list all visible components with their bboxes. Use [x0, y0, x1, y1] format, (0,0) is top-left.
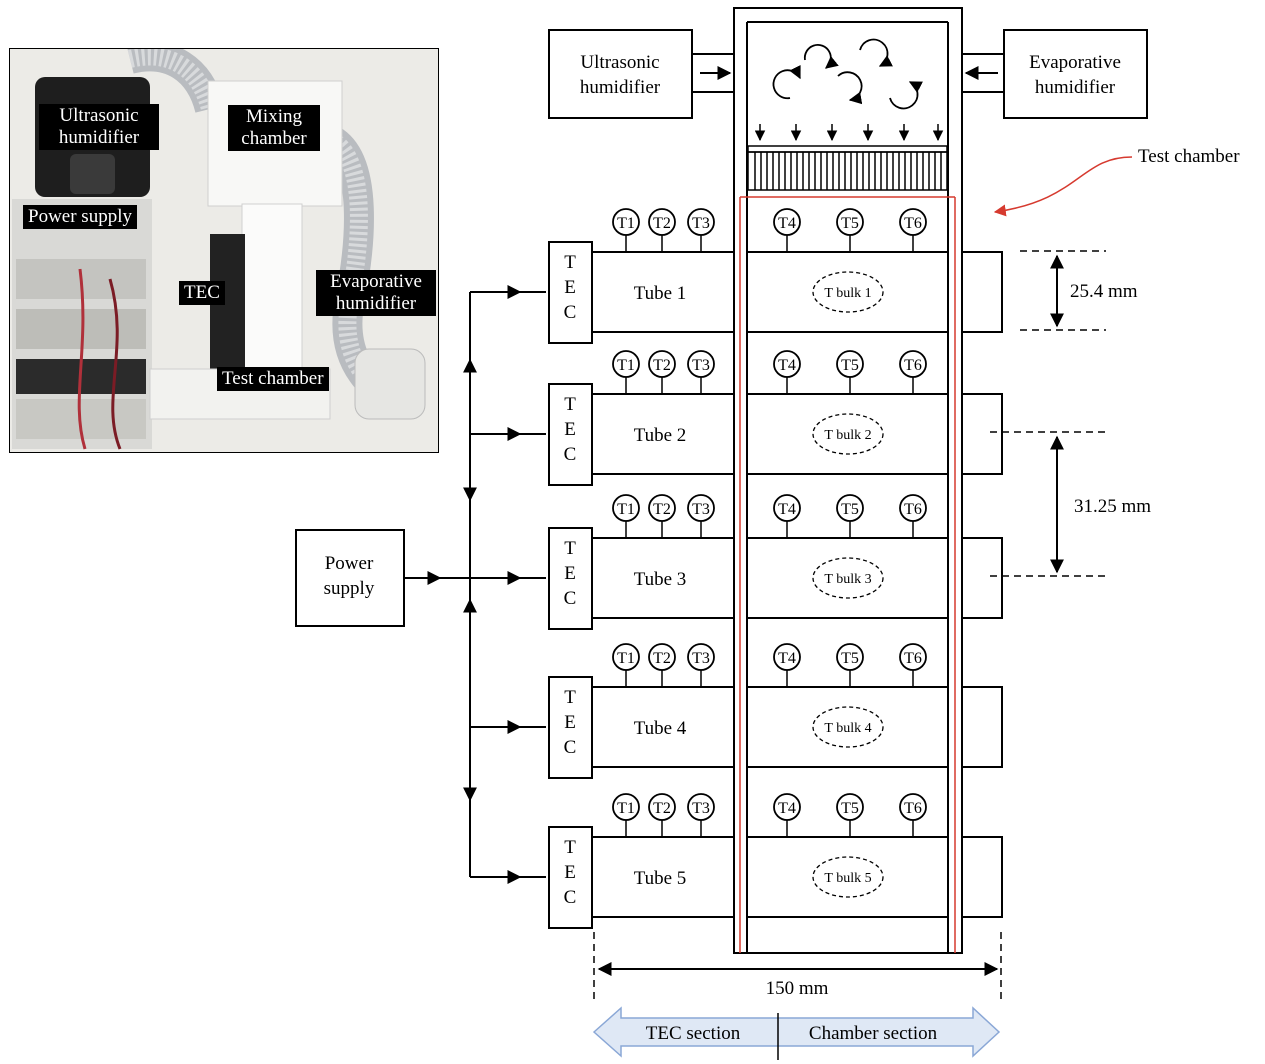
sensor-label: T4 — [778, 800, 796, 817]
sensor-label: T1 — [617, 215, 635, 232]
tec-letter: C — [564, 887, 577, 908]
tube-row: TEC Tube 2 T bulk 2 T1 T2 T3 T4 T5 T6 — [470, 351, 1002, 485]
tec-letter: C — [564, 444, 577, 465]
evaporative-label-2: humidifier — [1035, 77, 1116, 98]
evaporative-humidifier-box — [1004, 30, 1147, 118]
sensor-label: T5 — [841, 800, 859, 817]
tube-row: TEC Tube 4 T bulk 4 T1 T2 T3 T4 T5 T6 — [470, 644, 1002, 778]
tube-array: TECTube 1T bulk 1T1T2T3T4T5T6TECTube 2T … — [470, 209, 1002, 928]
sensor-label: T2 — [653, 650, 671, 667]
sensor-label: T4 — [778, 650, 796, 667]
bulk-label: T bulk 5 — [824, 871, 871, 886]
ultrasonic-inlet — [692, 54, 734, 92]
tec-letter: E — [564, 419, 576, 440]
tube-label: Tube 5 — [634, 868, 687, 889]
flow-down-arrows — [760, 124, 938, 140]
sensor-label: T2 — [653, 215, 671, 232]
sensor-label: T4 — [778, 215, 796, 232]
sensor-label: T3 — [692, 650, 710, 667]
bulk-label: T bulk 2 — [824, 428, 871, 443]
tec-letter: T — [564, 687, 576, 708]
sensor-label: T1 — [617, 800, 635, 817]
sensor-label: T2 — [653, 501, 671, 518]
flow-straightener — [748, 146, 947, 190]
tube-outlet-segment — [962, 538, 1002, 618]
power-label-2: supply — [324, 578, 375, 599]
sensor-label: T6 — [904, 650, 922, 667]
sensor-label: T3 — [692, 800, 710, 817]
sensor-label: T1 — [617, 357, 635, 374]
ultrasonic-humidifier-box — [549, 30, 692, 118]
sensor-label: T4 — [778, 357, 796, 374]
evaporative-label-1: Evaporative — [1029, 52, 1121, 73]
tube-outlet-segment — [962, 394, 1002, 474]
chamber-section-label: Chamber section — [809, 1023, 938, 1044]
tec-letter: C — [564, 588, 577, 609]
sensor-label: T3 — [692, 215, 710, 232]
tec-letter: E — [564, 563, 576, 584]
sensor-label: T5 — [841, 650, 859, 667]
sensor-label: T1 — [617, 650, 635, 667]
tec-letter: T — [564, 538, 576, 559]
power-wiring — [404, 292, 470, 877]
sensor-label: T6 — [904, 501, 922, 518]
dim-length-label: 150 mm — [766, 978, 829, 999]
tec-letter: T — [564, 394, 576, 415]
bulk-label: T bulk 4 — [824, 721, 871, 736]
evaporative-inlet — [962, 54, 1004, 92]
bulk-label: T bulk 1 — [824, 286, 871, 301]
ultrasonic-label-2: humidifier — [580, 77, 661, 98]
tec-section-label: TEC section — [646, 1023, 741, 1044]
dim-spacing-label: 31.25 mm — [1074, 496, 1151, 517]
mixing-swirls — [773, 40, 917, 109]
tube-row: TEC Tube 5 T bulk 5 T1 T2 T3 T4 T5 T6 — [470, 794, 1002, 928]
test-chamber-label: Test chamber — [1138, 146, 1240, 167]
tec-letter: E — [564, 862, 576, 883]
bulk-label: T bulk 3 — [824, 572, 871, 587]
tube-outlet-segment — [962, 837, 1002, 917]
sensor-label: T5 — [841, 501, 859, 518]
tube-row: TEC Tube 1 T bulk 1 T1 T2 T3 T4 T5 T6 — [470, 209, 1002, 343]
tube-outlet-segment — [962, 252, 1002, 332]
sensor-label: T1 — [617, 501, 635, 518]
sensor-label: T3 — [692, 357, 710, 374]
tec-letter: T — [564, 837, 576, 858]
tec-letter: E — [564, 277, 576, 298]
tube-row: TEC Tube 3 T bulk 3 T1 T2 T3 T4 T5 T6 — [470, 495, 1002, 629]
tube-outlet-segment — [962, 687, 1002, 767]
sensor-label: T5 — [841, 215, 859, 232]
tec-letter: C — [564, 737, 577, 758]
sensor-label: T4 — [778, 501, 796, 518]
tube-label: Tube 1 — [634, 283, 687, 304]
sensor-label: T2 — [653, 357, 671, 374]
sensor-label: T6 — [904, 215, 922, 232]
tube-label: Tube 2 — [634, 425, 687, 446]
test-chamber-pointer — [995, 157, 1132, 212]
tec-letter: E — [564, 712, 576, 733]
tec-letter: C — [564, 302, 577, 323]
sensor-label: T2 — [653, 800, 671, 817]
sensor-label: T5 — [841, 357, 859, 374]
sensor-label: T6 — [904, 800, 922, 817]
ultrasonic-label-1: Ultrasonic — [580, 52, 659, 73]
sensor-label: T3 — [692, 501, 710, 518]
tec-letter: T — [564, 252, 576, 273]
sensor-label: T6 — [904, 357, 922, 374]
power-label-1: Power — [325, 553, 374, 574]
tube-label: Tube 4 — [634, 718, 687, 739]
tube-label: Tube 3 — [634, 569, 687, 590]
dim-tube-label: 25.4 mm — [1070, 281, 1138, 302]
